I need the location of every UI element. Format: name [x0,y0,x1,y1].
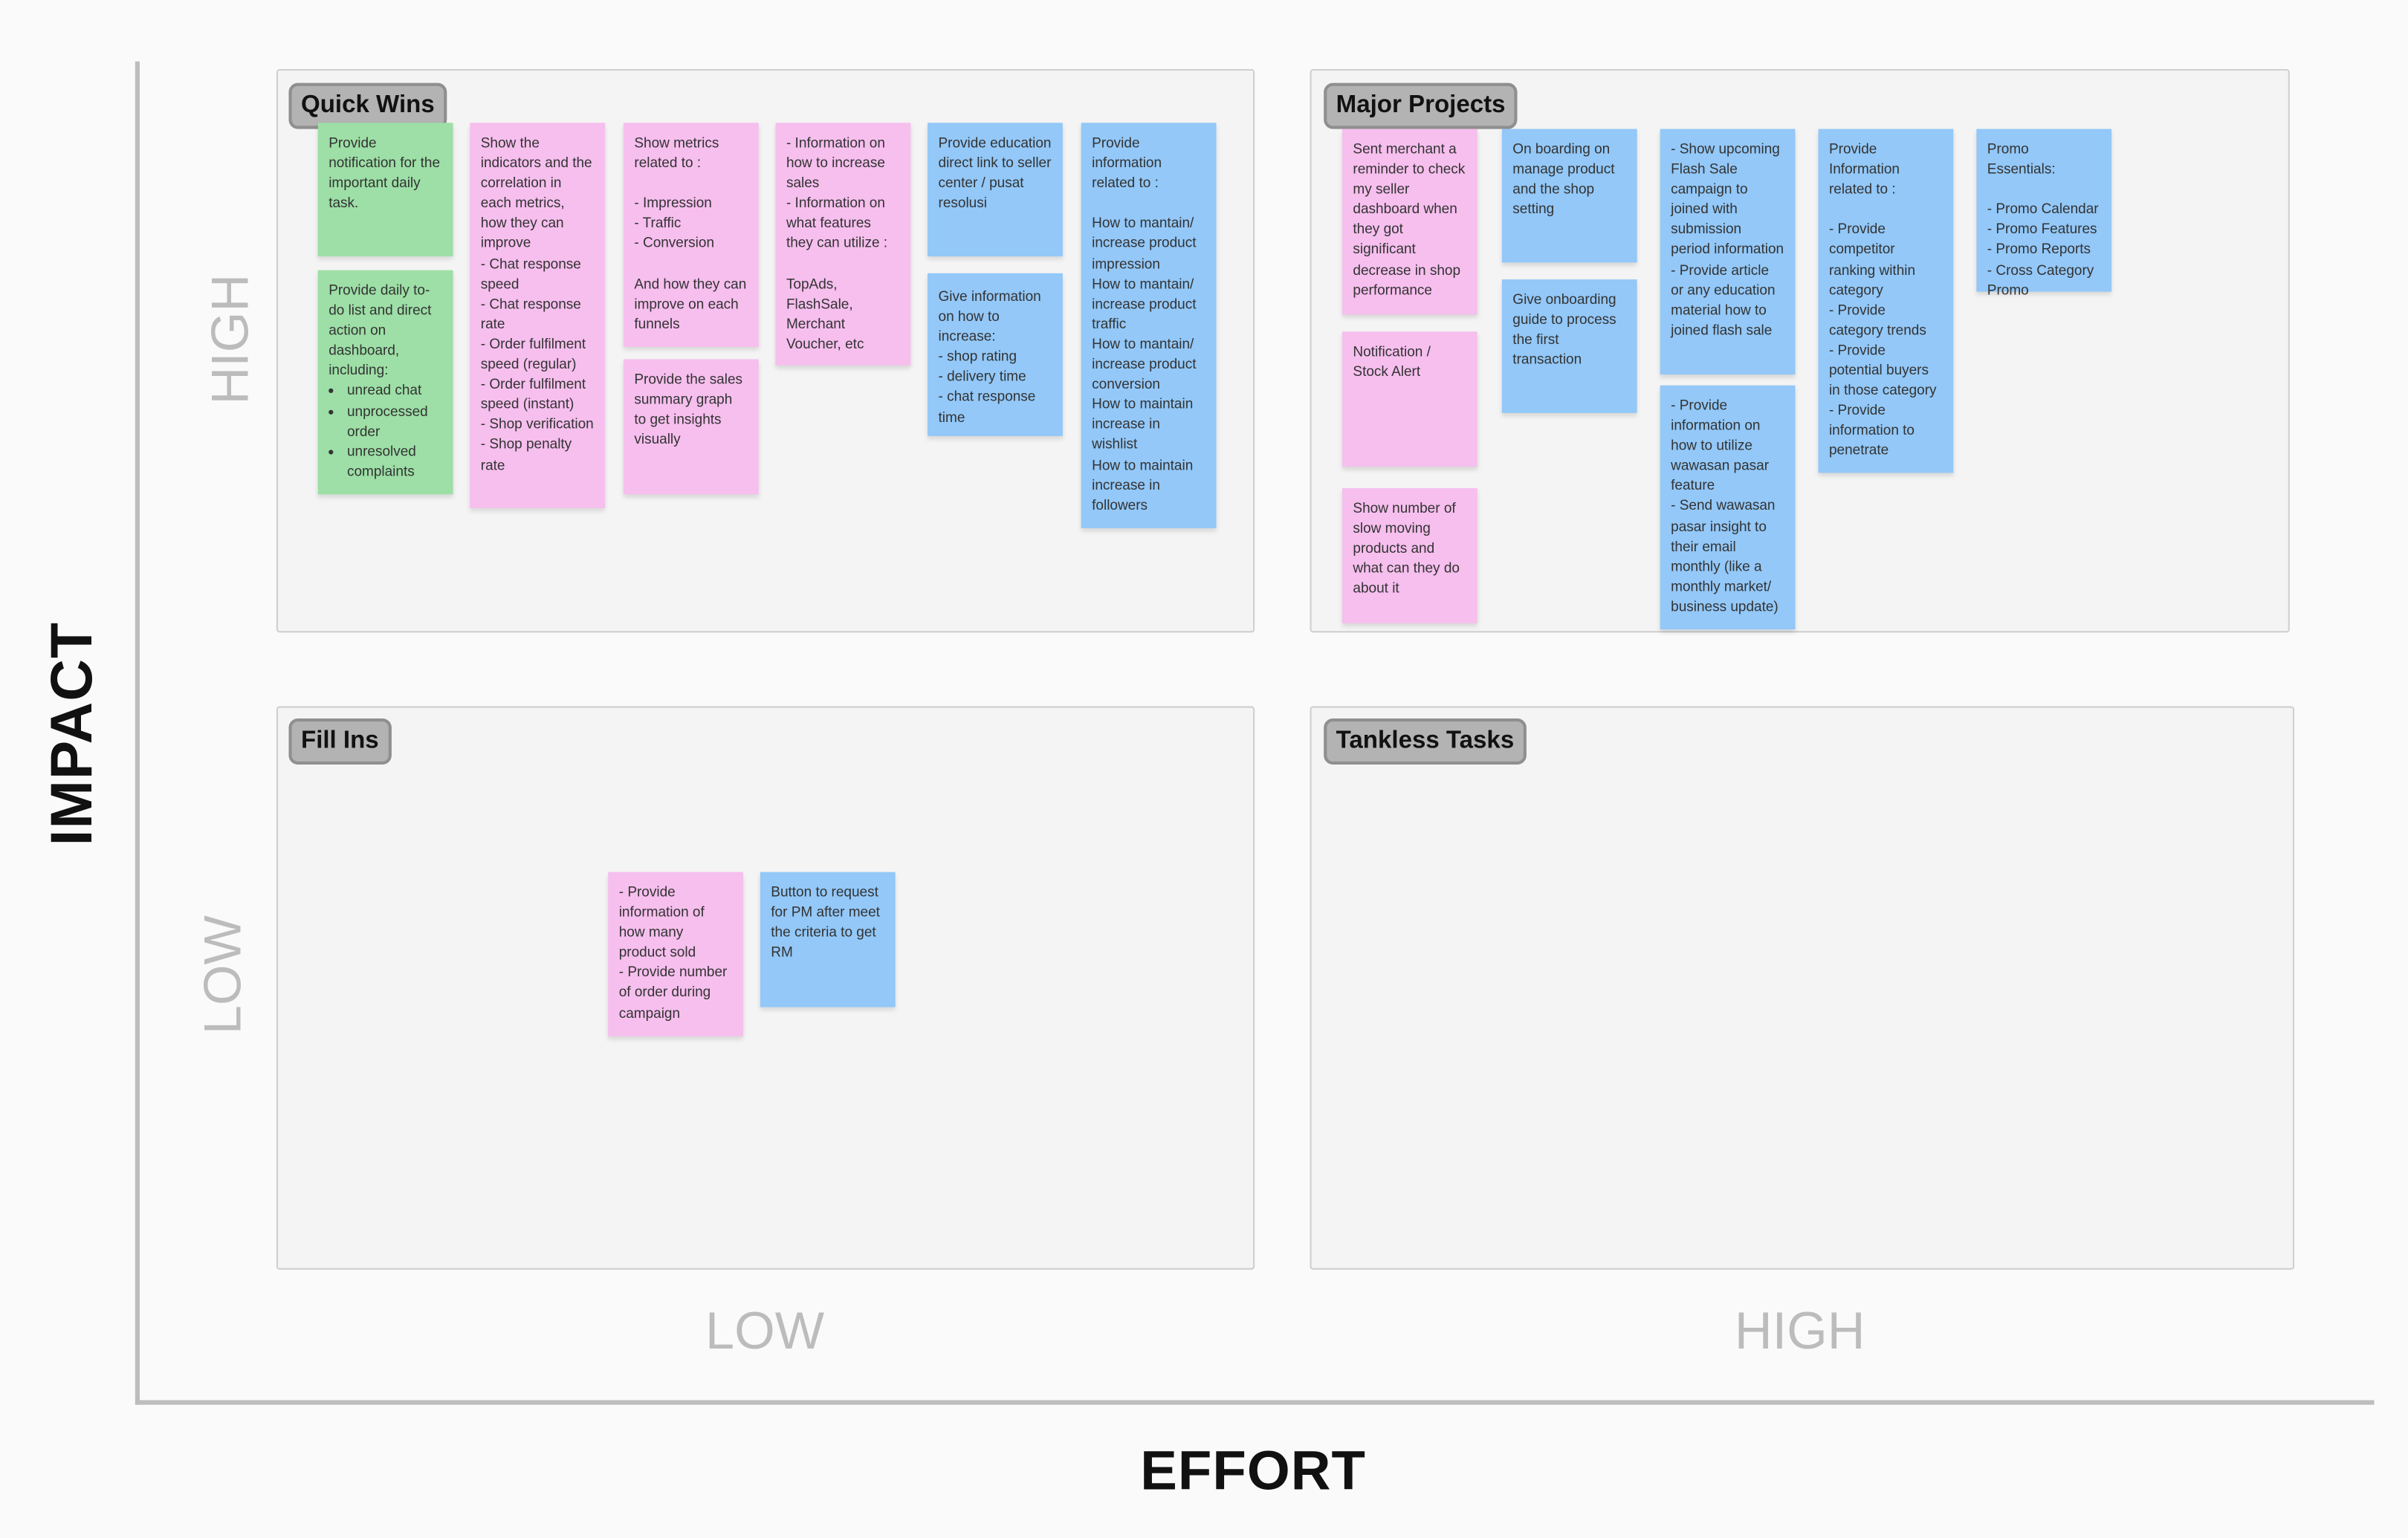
note-text: Show metrics related to : - Impression -… [634,134,747,331]
sticky-note[interactable]: Promo Essentials: - Promo Calendar - Pro… [1976,129,2112,297]
note-text: - Show upcoming Flash Sale campaign to j… [1671,141,1784,338]
note-text: Provide Information related to : - Provi… [1828,141,1937,458]
note-text: - Provide information on how to utilize … [1671,398,1779,614]
sticky-note[interactable]: Provide the sales summary graph to get i… [623,359,759,495]
note-text: Provide notification for the important d… [328,134,441,211]
sticky-note[interactable]: Show metrics related to : - Impression -… [623,123,759,347]
x-axis-title: EFFORT [1140,1438,1366,1502]
note-text: Button to request for PM after meet the … [771,884,880,961]
y-level-low: LOW [194,915,253,1035]
note-text: Promo Essentials: - Promo Calendar - Pro… [1987,141,2099,298]
note-bullet-list: unread chat unprocessed order unresolved… [328,381,442,481]
note-text: Show number of slow moving products and … [1353,500,1460,597]
y-axis-title: IMPACT [40,622,106,846]
sticky-note[interactable]: - Information on how to increase sales -… [775,123,911,366]
sticky-note[interactable]: Sent merchant a reminder to check my sel… [1341,129,1478,315]
quadrant-label-major-projects: Major Projects [1324,82,1518,129]
note-text: Give information on how to increase: - s… [938,288,1041,425]
note-text: Provide information related to : How to … [1092,134,1197,513]
note-text: Give onboarding guide to process the fir… [1512,291,1616,368]
sticky-note[interactable]: Show number of slow moving products and … [1341,488,1478,623]
sticky-note[interactable]: Provide information related to : How to … [1081,123,1217,528]
note-bullet: unresolved complaints [347,442,442,482]
note-text: Provide education direct link to seller … [938,134,1052,211]
sticky-note[interactable]: Notification / Stock Alert [1341,331,1478,467]
x-level-low: LOW [705,1302,825,1361]
sticky-note[interactable]: Give onboarding guide to process the fir… [1501,279,1637,413]
note-text: Sent merchant a reminder to check my sel… [1353,141,1466,298]
quadrant-label-thankless-tasks: Tankless Tasks [1324,718,1527,765]
sticky-note[interactable]: - Show upcoming Flash Sale campaign to j… [1660,129,1796,375]
sticky-note[interactable]: - Provide information of how many produc… [608,872,744,1036]
note-text: Show the indicators and the correlation … [480,134,594,473]
x-axis-line [135,1400,2375,1405]
sticky-note[interactable]: Give information on how to increase: - s… [928,273,1063,436]
y-axis-line [135,61,140,1405]
sticky-note[interactable]: Provide education direct link to seller … [928,123,1063,257]
note-text: Provide daily to-do list and direct acti… [328,282,432,379]
quadrant-thankless-tasks [1310,706,2295,1270]
note-bullet: unprocessed order [347,401,442,441]
sticky-note[interactable]: Button to request for PM after meet the … [760,872,896,1008]
sticky-note[interactable]: - Provide information on how to utilize … [1660,385,1796,630]
note-text: - Information on how to increase sales -… [786,134,888,352]
note-text: - Provide information of how many produc… [618,884,728,1021]
note-bullet: unread chat [347,381,442,401]
x-level-high: HIGH [1734,1302,1865,1361]
y-level-high: HIGH [201,273,261,405]
quadrant-label-quick-wins: Quick Wins [288,82,447,129]
note-text: On boarding on manage product and the sh… [1512,141,1615,217]
sticky-note[interactable]: Provide notification for the important d… [317,123,453,257]
sticky-note[interactable]: Provide daily to-do list and direct acti… [317,270,453,495]
sticky-note[interactable]: On boarding on manage product and the sh… [1501,129,1637,263]
note-text: Provide the sales summary graph to get i… [634,371,743,447]
note-text: Notification / Stock Alert [1353,343,1431,380]
sticky-note[interactable]: Show the indicators and the correlation … [470,123,606,508]
sticky-note[interactable]: Provide Information related to : - Provi… [1818,129,1954,473]
quadrant-label-fill-ins: Fill Ins [288,718,392,765]
